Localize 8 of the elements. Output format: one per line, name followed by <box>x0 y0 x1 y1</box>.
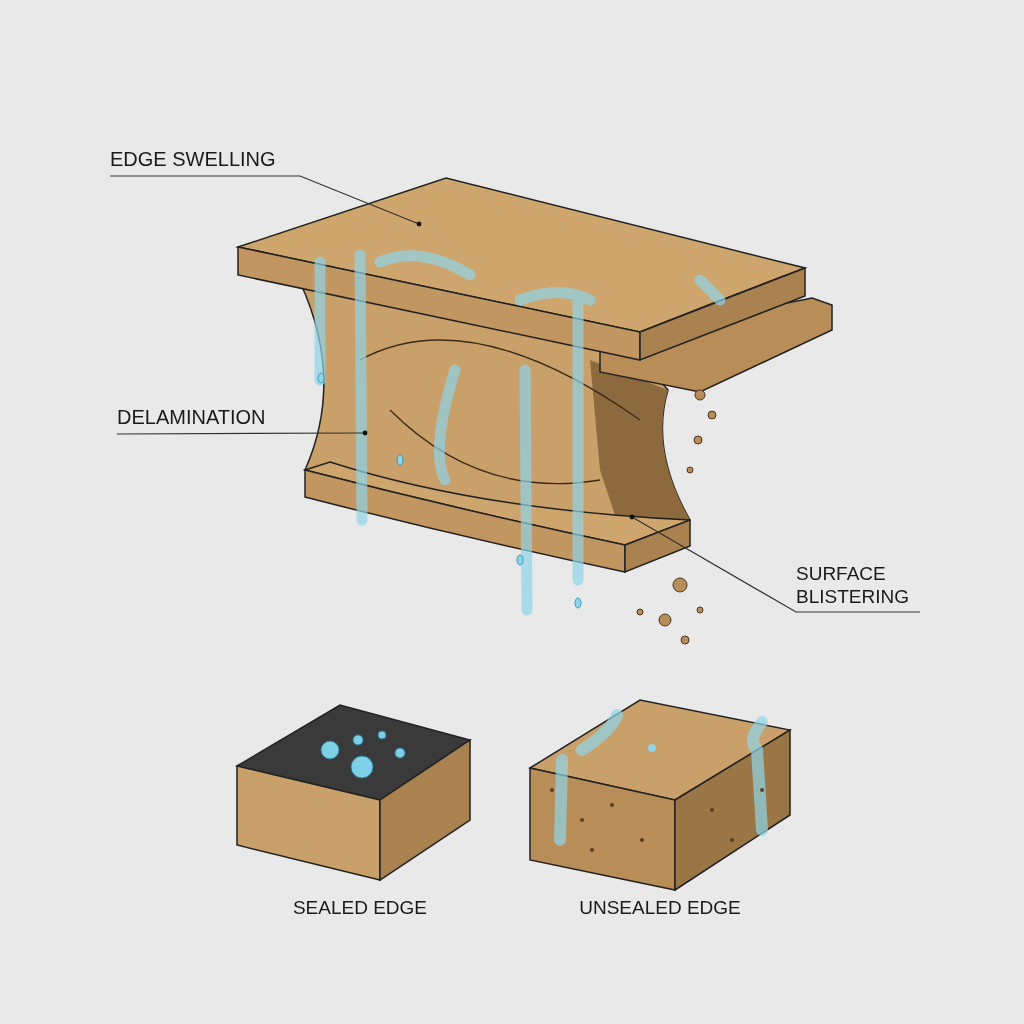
block-label: SEALED EDGE <box>291 896 429 920</box>
callout-label: SURFACE BLISTERING <box>796 562 910 608</box>
leader-line <box>629 514 921 613</box>
leader-line <box>109 175 422 227</box>
callout-label: DELAMINATION <box>117 405 267 430</box>
callout-label: EDGE SWELLING <box>110 147 277 172</box>
block-label: UNSEALED EDGE <box>578 896 742 920</box>
leader-line <box>116 430 368 436</box>
